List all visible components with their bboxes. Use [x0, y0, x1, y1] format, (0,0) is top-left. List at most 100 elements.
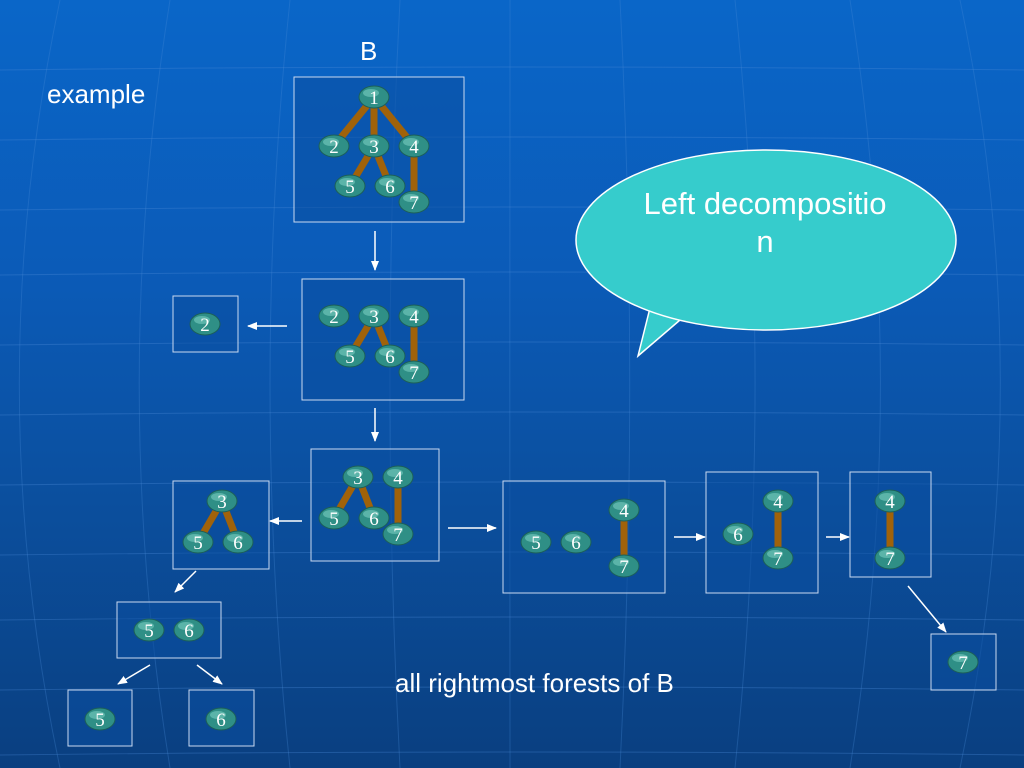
tree-node: 6: [722, 522, 754, 546]
flow-arrow: [196, 664, 223, 685]
forest-remove-6: 47: [849, 471, 932, 578]
tree-node: 6: [222, 530, 254, 554]
tree-node: 1: [358, 85, 390, 109]
flow-arrow: [117, 664, 151, 685]
flow-arrow: [174, 570, 197, 593]
tree-node: 7: [874, 546, 906, 570]
grid-latitude-line: [0, 686, 1024, 691]
tree-node: 4: [382, 465, 414, 489]
grid-longitude-line: [269, 0, 291, 768]
node-label: 7: [409, 363, 419, 384]
node-label: 3: [369, 307, 379, 328]
diagram-title: B: [360, 36, 378, 66]
node-label: 5: [345, 347, 355, 368]
node-label: 5: [329, 509, 339, 530]
tree-node: 5: [334, 344, 366, 368]
forest-tree-5: 5: [67, 689, 133, 747]
node-label: 2: [329, 307, 339, 328]
tree-node: 4: [762, 489, 794, 513]
callout-text: Left decomposition: [643, 186, 887, 259]
node-label: 7: [885, 549, 895, 570]
node-label: 6: [733, 525, 743, 546]
tree-node: 3: [358, 134, 390, 158]
tree-node: 2: [189, 312, 221, 336]
forest-remove-3: 5 6 4 7: [502, 480, 666, 594]
node-label: 4: [409, 307, 419, 328]
tree-node: 4: [398, 304, 430, 328]
forest-box: [116, 601, 222, 659]
caption-text: all rightmost forests of B: [395, 668, 674, 698]
grid-longitude-line: [734, 0, 756, 768]
node-label: 7: [773, 549, 783, 570]
callout-bubble: [575, 149, 957, 331]
node-label: 3: [353, 468, 363, 489]
node-label: 7: [958, 653, 968, 674]
node-label: 5: [95, 710, 105, 731]
node-label: 4: [619, 501, 629, 522]
tree-node: 6: [560, 530, 592, 554]
node-label: 4: [773, 492, 783, 513]
grid-latitude-line: [0, 411, 1024, 416]
grid-latitude-line: [0, 136, 1024, 141]
forest-remove-1: 2 3 4 5 67: [301, 278, 465, 401]
tree-node: 5: [318, 506, 350, 530]
flow-arrow: [907, 585, 947, 633]
tree-node: 5: [334, 174, 366, 198]
tree-node: 6: [205, 707, 237, 731]
grid-longitude-line: [619, 0, 631, 768]
forest-b-full: 1 2 3 4 5 67: [293, 76, 465, 223]
tree-node: 3: [358, 304, 390, 328]
node-label: 5: [345, 177, 355, 198]
node-label: 3: [217, 492, 227, 513]
node-label: 4: [409, 137, 419, 158]
node-label: 4: [885, 492, 895, 513]
grid-latitude-line: [0, 66, 1024, 71]
node-label: 6: [571, 533, 581, 554]
tree-node: 7: [947, 650, 979, 674]
tree-node: 4: [398, 134, 430, 158]
node-label: 6: [233, 533, 243, 554]
node-label: 6: [385, 177, 395, 198]
tree-node: 6: [358, 506, 390, 530]
tree-node: 3: [342, 465, 374, 489]
node-label: 2: [200, 315, 210, 336]
node-label: 7: [393, 525, 403, 546]
node-label: 3: [369, 137, 379, 158]
tree-node: 7: [608, 554, 640, 578]
tree-node: 5: [133, 618, 165, 642]
forest-tree-2: 2: [172, 295, 239, 353]
node-label: 6: [369, 509, 379, 530]
tree-node: 2: [318, 304, 350, 328]
grid-latitude-line: [0, 751, 1024, 756]
forest-tree-7: 7: [930, 633, 997, 691]
grid-longitude-line: [18, 0, 61, 768]
node-label: 4: [393, 468, 403, 489]
node-label: 6: [216, 710, 226, 731]
tree-node: 5: [84, 707, 116, 731]
tree-node: 4: [874, 489, 906, 513]
node-label: 5: [144, 621, 154, 642]
node-label: 5: [531, 533, 541, 554]
tree-node: 7: [398, 360, 430, 384]
tree-node: 7: [398, 190, 430, 214]
tree-node: 2: [318, 134, 350, 158]
node-label: 6: [184, 621, 194, 642]
node-label: 1: [369, 88, 379, 109]
grid-latitude-line: [0, 341, 1024, 346]
forest-tree-6: 6: [188, 689, 255, 747]
example-label: example: [47, 79, 146, 109]
forest-box: [310, 448, 440, 562]
forest-remove-2: 3 4 5 67: [310, 448, 440, 562]
tree-node: 5: [182, 530, 214, 554]
callout-join: [650, 293, 694, 321]
tree-node: 7: [762, 546, 794, 570]
tree-node: 7: [382, 522, 414, 546]
tree-node: 6: [374, 174, 406, 198]
tree-node: 6: [173, 618, 205, 642]
node-label: 6: [385, 347, 395, 368]
tree-node: 4: [608, 498, 640, 522]
node-label: 2: [329, 137, 339, 158]
